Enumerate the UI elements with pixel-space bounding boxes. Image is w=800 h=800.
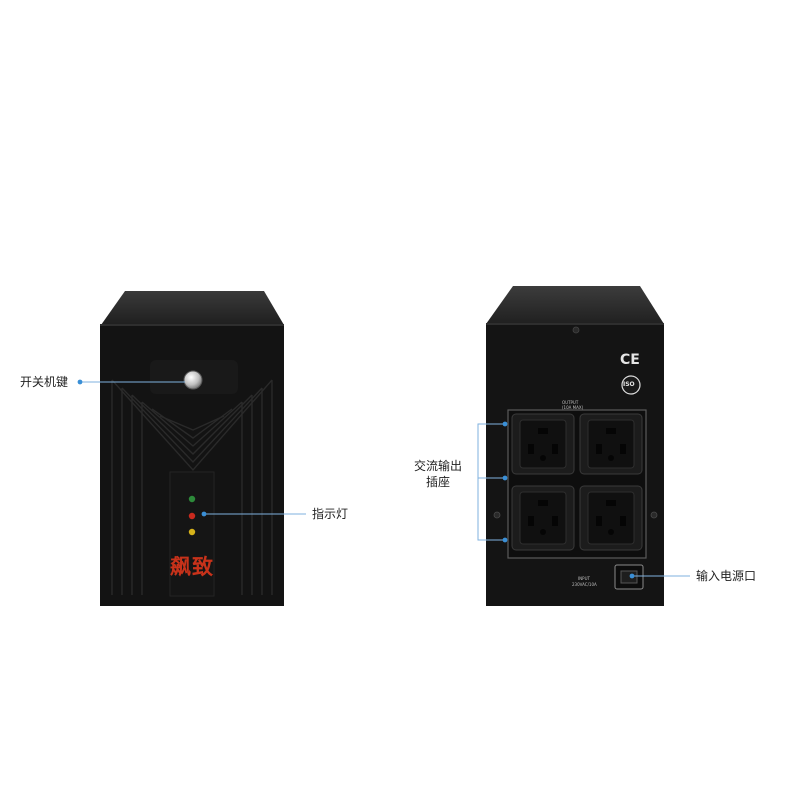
- outlet-3: [511, 485, 575, 551]
- led-yellow-icon: [188, 528, 196, 536]
- rear-unit-top: [486, 286, 664, 324]
- callout-power-input: 输入电源口: [696, 569, 757, 583]
- front-ups-unit: [100, 291, 284, 606]
- ce-mark: CE: [620, 352, 640, 368]
- callout-dot-icon: [201, 511, 207, 517]
- brand-logo-text: 飙致: [170, 555, 214, 579]
- output-label: OUTPUT: [562, 400, 579, 405]
- output-sublabel: (10A MAX): [562, 405, 584, 410]
- led-red-icon: [188, 512, 196, 520]
- callout-power-switch: 开关机键: [20, 375, 69, 389]
- outlet-2: [579, 413, 643, 475]
- input-label: INPUT: [578, 576, 590, 581]
- callout-lines: [77, 379, 690, 579]
- rear-ups-unit: [486, 286, 664, 606]
- front-unit-top: [101, 291, 284, 325]
- led-green-icon: [188, 495, 196, 503]
- callout-ac-output-line2: 插座: [426, 475, 451, 489]
- outlet-4: [579, 485, 643, 551]
- power-button[interactable]: [183, 370, 203, 390]
- input-sublabel: 230VAC/10A: [572, 582, 597, 587]
- outlet-1: [511, 413, 575, 475]
- iso-mark-icon: [621, 375, 641, 395]
- front-ridge-pattern: [111, 379, 273, 595]
- iso-mark: ISO: [623, 381, 635, 388]
- callout-ac-output-line1: 交流输出: [414, 459, 463, 473]
- callout-dot-icon: [629, 573, 635, 579]
- callout-dot-icon: [77, 379, 83, 385]
- callout-indicator-lights: 指示灯: [312, 507, 349, 521]
